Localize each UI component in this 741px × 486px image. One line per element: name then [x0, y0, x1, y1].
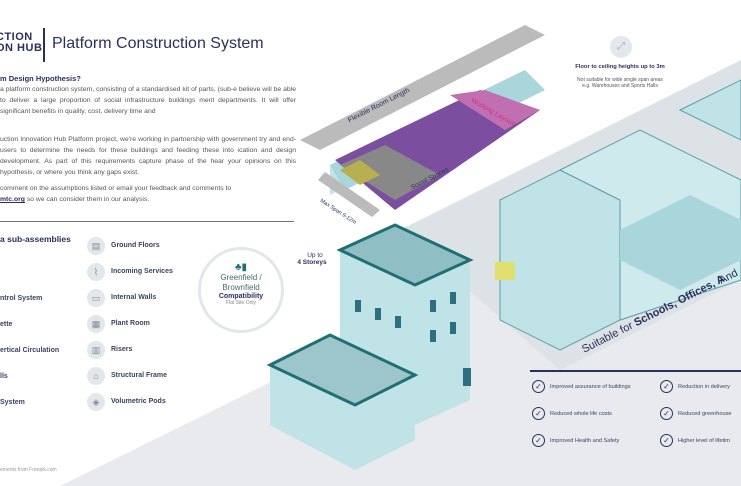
page-title: Platform Construction System: [52, 35, 264, 52]
building-illustration: [266, 223, 474, 470]
storeys-line2: 4 Storeys: [297, 259, 327, 266]
divider: [0, 221, 294, 222]
compat-line3: Compatibility: [218, 293, 264, 300]
check-icon: ✓: [660, 407, 673, 420]
benefit-text: Reduced whole life costs: [550, 410, 612, 417]
interior-illustration: [495, 79, 741, 351]
subassembly-item: ette: [0, 321, 13, 328]
subassembly-item: Volumetric Pods: [111, 398, 166, 405]
hypothesis-heading: m Design Hypothesis?: [0, 74, 81, 83]
benefit-item: ✓ Reduced greenhouse: [660, 407, 732, 420]
intro-paragraph-1: a platform construction system, consisti…: [0, 86, 296, 115]
storeys-line1: Up to: [307, 252, 323, 259]
subassembly-item: Ground Floors: [111, 242, 160, 249]
benefit-text: Improved Health and Safety: [550, 437, 620, 444]
wall-icon: ▭: [87, 289, 105, 307]
subassembly-item: ntrol System: [0, 295, 43, 302]
frame-icon: ⌂: [87, 367, 105, 385]
riser-icon: ▥: [87, 341, 105, 359]
benefit-item: ✓ Improved Health and Safety: [532, 434, 619, 447]
room-diagram: [300, 25, 545, 217]
subassembly-item: Incoming Services: [111, 268, 173, 275]
check-icon: ✓: [660, 380, 673, 393]
feedback-text: comment on the assumptions listed or ema…: [0, 185, 232, 192]
benefit-item: ✓ Higher level of lifetim: [660, 434, 730, 447]
height-note1: Not suitable for wide single span areas: [577, 77, 663, 83]
pods-icon: ◈: [87, 393, 105, 411]
benefit-item: ✓ Reduced whole life costs: [532, 407, 612, 420]
plant-icon: ▦: [87, 315, 105, 333]
benefit-text: Improved assurance of buildings: [550, 383, 631, 390]
check-icon: ✓: [532, 434, 545, 447]
subassembly-item: Structural Frame: [111, 372, 168, 379]
check-icon: ✓: [532, 407, 545, 420]
building-plant-icon: ♣▮: [234, 262, 248, 273]
subassembly-item: Internal Walls: [111, 294, 157, 301]
floor-icon: ▤: [87, 237, 105, 255]
compat-note: Flat Site Only: [225, 300, 256, 306]
subassembly-item: ertical Circulation: [0, 347, 60, 354]
credit: ements from Freepik.com: [0, 467, 57, 473]
logo: CTIONON HUB: [0, 31, 43, 54]
height-note2: e.g. Warehouses and Sports Halls: [582, 83, 658, 89]
check-icon: ✓: [660, 434, 673, 447]
services-icon: ⌇: [87, 263, 105, 281]
subassembly-item: System: [0, 399, 25, 406]
logo-divider: [43, 28, 45, 62]
height-title: Floor to ceiling heights up to 3m: [575, 64, 665, 70]
benefit-text: Higher level of lifetim: [678, 437, 730, 444]
intro-paragraph-3: comment on the assumptions listed or ema…: [0, 183, 296, 205]
benefit-item: ✓ Reduction in delivery: [660, 380, 730, 393]
subassembly-item: Risers: [111, 346, 133, 353]
benefit-text: Reduced greenhouse: [678, 410, 732, 417]
expand-icon: ⤢: [610, 36, 632, 58]
compat-line1: Greenfield /: [220, 273, 262, 282]
subassembly-item: lls: [0, 373, 8, 380]
subassembly-item: Plant Room: [111, 320, 150, 327]
email-link[interactable]: mtc.org: [0, 196, 25, 203]
check-icon: ✓: [532, 380, 545, 393]
intro-paragraph-2: uction Innovation Hub Platform project, …: [0, 136, 296, 176]
analysis-text: so we can consider them in our analysis.: [24, 196, 150, 203]
benefit-item: ✓ Improved assurance of buildings: [532, 380, 631, 393]
subassemblies-heading: a sub-assemblies: [0, 234, 71, 244]
compatibility-badge: ♣▮ Greenfield / Brownfield Compatibility…: [198, 247, 284, 333]
benefits-divider: [530, 370, 741, 372]
compat-line2: Brownfield: [222, 283, 260, 292]
benefit-text: Reduction in delivery: [678, 383, 730, 390]
